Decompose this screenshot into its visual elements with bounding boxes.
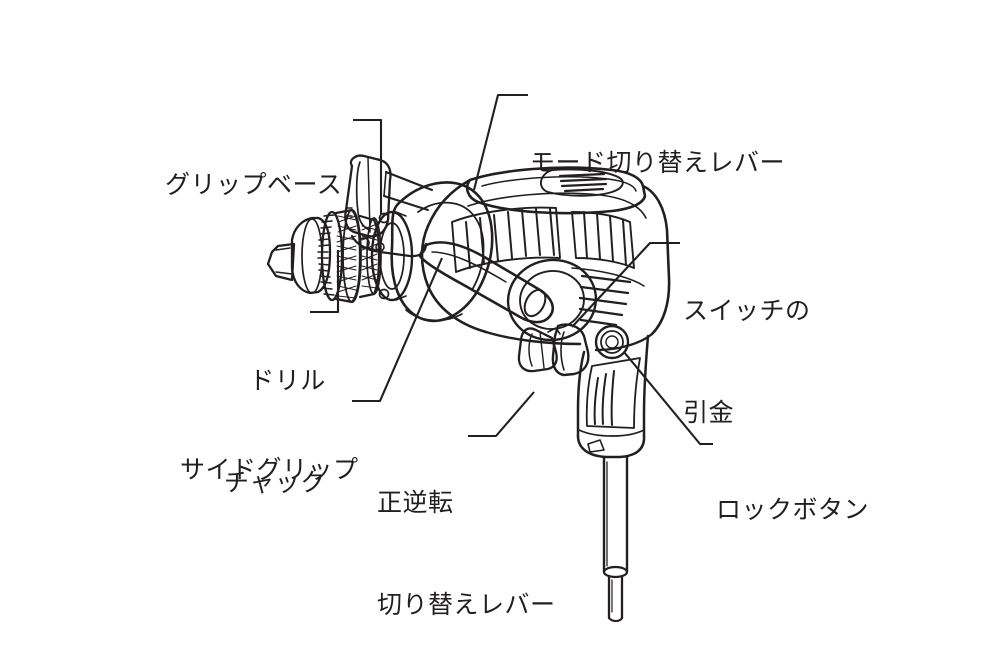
side-grip bbox=[390, 181, 554, 324]
leader-mode-lever bbox=[472, 93, 528, 191]
callout-switch-trigger: スイッチの 引金 bbox=[683, 226, 811, 498]
mode-pad-ribs bbox=[558, 172, 608, 193]
chuck-knurl-b bbox=[361, 223, 378, 289]
callout-switch-trigger-line-2: 引金 bbox=[683, 398, 735, 427]
handle bbox=[576, 334, 650, 459]
handle-grip-ribs bbox=[593, 370, 615, 426]
callout-grip-base: グリップベース bbox=[165, 100, 342, 270]
switch-trigger bbox=[551, 323, 590, 377]
callout-drill-chuck-line-2: チャック bbox=[224, 468, 326, 497]
callout-mode-lever: モード切り替えレバー bbox=[530, 78, 785, 248]
chuck-knurl-a bbox=[336, 215, 357, 299]
leader-drill-chuck bbox=[310, 250, 340, 314]
callout-side-grip-line-1: サイドグリップ bbox=[180, 455, 359, 484]
power-cord bbox=[602, 455, 629, 623]
callout-side-grip: サイドグリップ bbox=[180, 385, 359, 555]
leader-lock-button bbox=[623, 351, 713, 446]
callout-lock-button: ロックボタン bbox=[716, 425, 869, 595]
leader-fwd-rev-lever bbox=[468, 391, 535, 438]
vent-slats-front bbox=[465, 208, 555, 269]
leader-lines bbox=[310, 93, 713, 446]
chuck-gear-teeth bbox=[317, 214, 335, 296]
grip-base bbox=[344, 154, 434, 258]
lock-button bbox=[594, 324, 630, 360]
callout-lock-button-line-1: ロックボタン bbox=[716, 495, 870, 524]
callout-switch-trigger-line-1: スイッチの bbox=[683, 296, 811, 325]
callout-drill-chuck: ドリル チャック bbox=[224, 296, 326, 568]
callout-drill-chuck-line-1: ドリル bbox=[249, 366, 326, 395]
callout-mode-lever-line-1: モード切り替えレバー bbox=[530, 148, 786, 177]
leader-switch-trigger bbox=[571, 241, 680, 328]
drill-chuck bbox=[266, 208, 382, 304]
forward-reverse-lever bbox=[517, 327, 558, 373]
callout-forward-reverse-lever-line-1: 正逆転 bbox=[377, 488, 454, 517]
callout-forward-reverse-lever: 正逆転 切り替えレバー bbox=[377, 418, 556, 649]
callout-forward-reverse-lever-line-2: 切り替えレバー bbox=[377, 590, 556, 619]
leader-side-grip bbox=[352, 257, 443, 403]
callout-grip-base-line-1: グリップベース bbox=[165, 170, 343, 199]
vent-slats-rear bbox=[583, 211, 627, 266]
leader-grip-base bbox=[353, 118, 383, 214]
vent-slats-lower bbox=[578, 274, 632, 327]
drill-drawing bbox=[266, 93, 713, 623]
